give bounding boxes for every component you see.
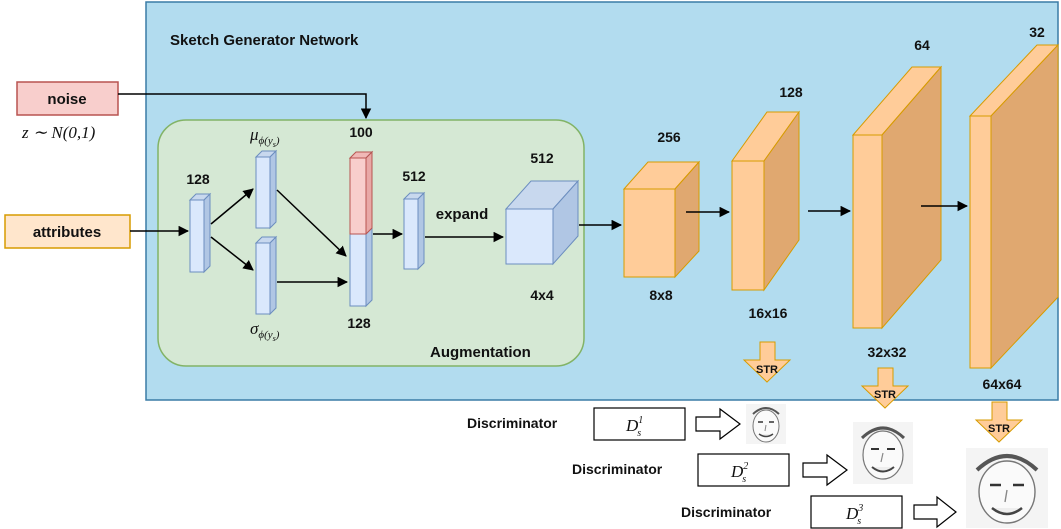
hollow-arrow-3: [913, 495, 957, 529]
block-32: [968, 43, 1060, 370]
block-64-size: 32x32: [868, 344, 907, 360]
input-dim-label: 128: [186, 171, 210, 187]
noise-box: [16, 81, 119, 116]
svg-text:Discriminator: Discriminator: [467, 415, 558, 431]
svg-text:STR: STR: [756, 364, 778, 376]
svg-text:STR: STR: [988, 423, 1010, 435]
mu-label: μϕ(ys): [249, 125, 280, 149]
connections: [118, 93, 969, 288]
network-title: Sketch Generator Network: [170, 32, 359, 49]
svg-text:STR: STR: [874, 389, 896, 401]
block-64-channels: 64: [914, 37, 930, 53]
input-vector: [188, 192, 212, 274]
augmentation-label: Augmentation: [430, 344, 531, 361]
concat-bottom-label: 128: [347, 315, 371, 331]
discriminator-box-3: [810, 495, 903, 529]
discriminator-box-1: [593, 407, 686, 441]
fc-dim-label: 512: [402, 168, 426, 184]
block-64: [851, 65, 943, 330]
block-32-size: 64x64: [983, 376, 1022, 392]
block-128-channels: 128: [779, 84, 803, 100]
fc-vector: [402, 191, 426, 271]
sketch-face-small: [746, 404, 786, 444]
sigma-label: σϕ(ys): [250, 319, 280, 343]
str-arrow-3: STR: [974, 401, 1024, 443]
sketch-face-large: [966, 448, 1048, 528]
svg-text:Discriminator: Discriminator: [681, 504, 772, 520]
mu-vector: [254, 149, 278, 230]
cube-size-label: 4x4: [530, 287, 554, 303]
svg-text:D3s: D3s: [845, 503, 863, 527]
initial-cube: [504, 179, 580, 266]
block-128: [731, 110, 800, 292]
noise-label: noise: [47, 91, 86, 108]
attributes-label: attributes: [33, 224, 101, 241]
attributes-box: [4, 214, 131, 249]
sigma-vector: [254, 235, 278, 316]
cube-channels-label: 512: [530, 150, 554, 166]
discriminator-box-2: [697, 453, 790, 487]
str-arrow-1: STR: [742, 341, 792, 383]
hollow-arrow-2: [802, 453, 848, 487]
expand-label: expand: [436, 206, 489, 223]
block-128-size: 16x16: [749, 305, 788, 321]
svg-text:D2s: D2s: [730, 461, 748, 485]
svg-text:Discriminator: Discriminator: [572, 461, 663, 477]
noise-distribution: z ∼ N(0,1): [21, 123, 96, 142]
str-arrow-2: STR: [860, 367, 910, 409]
concat-vector: [348, 150, 374, 308]
block-32-channels: 32: [1029, 24, 1045, 40]
block-256-size: 8x8: [649, 287, 673, 303]
svg-text:D1s: D1s: [625, 415, 643, 439]
block-256-channels: 256: [657, 129, 681, 145]
sketch-face-medium: [853, 422, 913, 484]
concat-top-label: 100: [349, 124, 373, 140]
block-256: [622, 160, 701, 279]
hollow-arrow-1: [695, 407, 741, 441]
